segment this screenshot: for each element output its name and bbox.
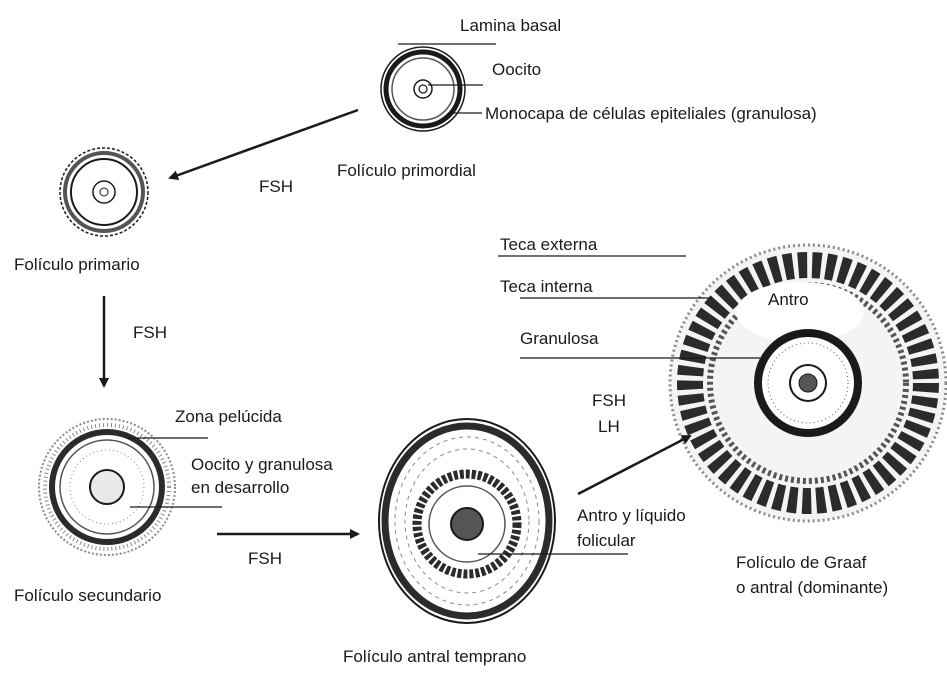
arrow-primordial-to-primario — [170, 110, 358, 178]
hormone-fsh-2: FSH — [133, 323, 167, 342]
hormone-fsh-1: FSH — [259, 177, 293, 196]
early-antral-follicle — [379, 419, 555, 623]
label-antro: Antro — [768, 290, 809, 309]
label-teca-externa: Teca externa — [500, 235, 598, 254]
stage-antral-temprano: Folículo antral temprano — [343, 647, 526, 666]
label-monocapa: Monocapa de células epiteliales (granulo… — [485, 104, 817, 123]
label-antro-liquido-1: Antro y líquido — [577, 506, 686, 525]
hormone-fsh-3: FSH — [248, 549, 282, 568]
stage-graaf-2: o antral (dominante) — [736, 578, 888, 597]
stage-graaf-1: Folículo de Graaf — [736, 553, 867, 572]
label-oocito-granulosa-2: en desarrollo — [191, 478, 289, 497]
label-oocito: Oocito — [492, 60, 541, 79]
stage-secundario: Folículo secundario — [14, 586, 161, 605]
arrow-antral-to-graaf — [578, 436, 690, 494]
primordial-follicle — [381, 47, 465, 131]
secondary-follicle — [39, 419, 175, 555]
primary-follicle — [60, 148, 148, 236]
label-teca-interna: Teca interna — [500, 277, 593, 296]
label-granulosa: Granulosa — [520, 329, 599, 348]
hormone-lh: LH — [598, 417, 620, 436]
label-lamina-basal: Lamina basal — [460, 16, 561, 35]
stage-primordial: Folículo primordial — [337, 161, 476, 180]
stage-primario: Folículo primario — [14, 255, 140, 274]
label-oocito-granulosa-1: Oocito y granulosa — [191, 455, 333, 474]
graafian-follicle — [670, 245, 946, 521]
hormone-fsh-4: FSH — [592, 391, 626, 410]
label-zona-pelucida: Zona pelúcida — [175, 407, 282, 426]
label-antro-liquido-2: folicular — [577, 531, 636, 550]
